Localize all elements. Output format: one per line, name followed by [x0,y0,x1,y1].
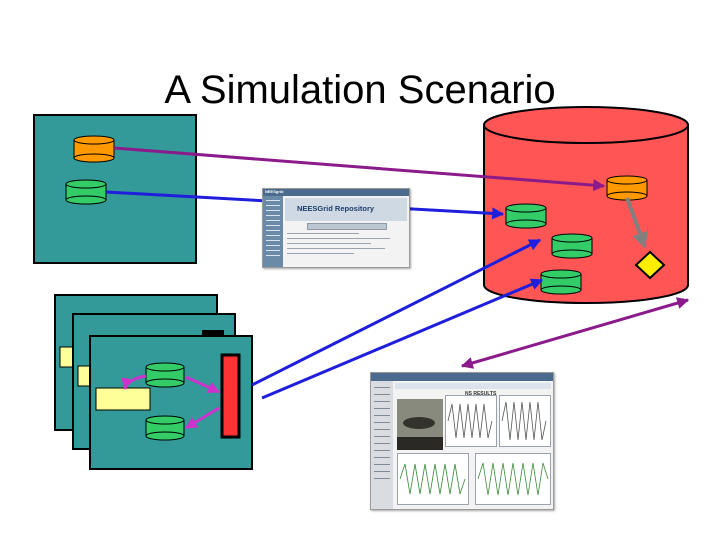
results-viewer-screenshot: NS RESULTS [370,372,554,510]
repository-orange-cylinder [606,175,648,201]
repository-tab-bar [307,223,387,230]
experiment-photo [397,399,443,437]
repository-header [285,198,407,221]
slide-title: A Simulation Scenario [164,68,556,112]
repository-green-cylinder-3 [540,269,582,295]
repository-brand: NEESgrid [265,189,284,194]
process-bar [220,353,241,439]
viewer-topbar [371,373,553,381]
metadata-key-diamond [634,250,666,280]
arrow-cylinder-to-process [185,375,221,394]
repository-content [287,233,407,258]
experiment-photo-strip [397,437,443,450]
repository-screenshot: NEESgrid NEESGrid Repository [262,188,410,268]
arrow-orange-to-diamond [625,197,648,249]
repository-green-cylinder-2 [551,233,593,259]
data-cylinder-green [65,179,107,205]
simulation-panel-top [33,114,197,264]
arrow-process-to-cylinder [184,406,220,430]
arrow-repository-to-viewer [460,297,690,369]
data-cylinder-orange [73,135,115,163]
repository-screenshot-topbar: NEESgrid [263,189,409,196]
front-panel-green-cylinder [145,415,185,441]
result-plot-2 [499,395,551,447]
front-panel-orange-cylinder [145,362,185,388]
arrow-cylinder-to-metadata [121,374,147,391]
result-plot-1 [445,395,497,447]
viewer-toolbar [395,383,551,389]
result-plot-3 [397,453,469,505]
viewer-heading: NS RESULTS [465,391,497,397]
viewer-sidebar [371,381,393,509]
result-plot-4 [475,453,551,505]
arrow-orange-to-repository [113,146,606,192]
arrow-process-to-repository-2 [261,278,544,400]
repository-sidebar [263,196,283,267]
repository-heading: NEESGrid Repository [297,204,375,213]
arrow-repository-to-process-1 [251,238,542,387]
metadata-box-front [95,387,151,411]
repository-green-cylinder-1 [505,203,547,229]
